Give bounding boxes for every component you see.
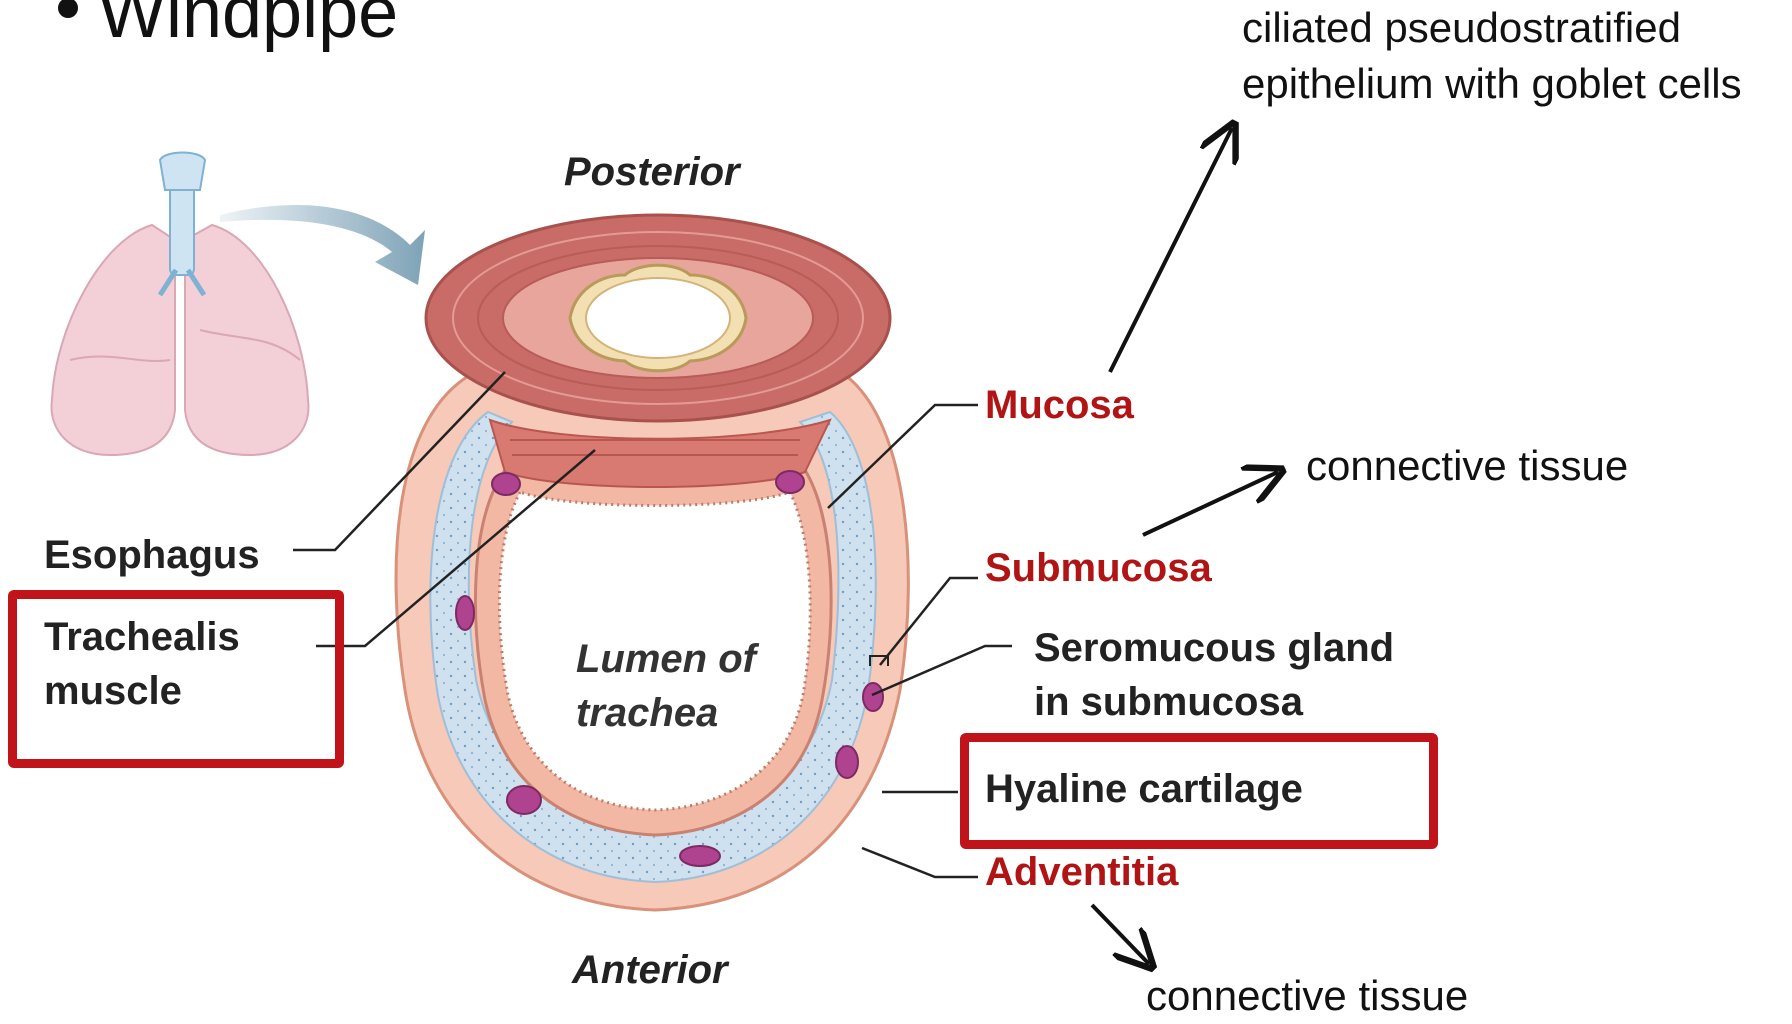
trachealis-highlight-box [8, 590, 344, 768]
adventitia-label: Adventitia [985, 845, 1178, 899]
adventitia-leader [862, 848, 978, 877]
lumen-label-line2: trachea [576, 686, 756, 740]
adventitia-note: connective tissue [1146, 968, 1468, 1024]
bullet-icon [58, 0, 78, 18]
page-title-text: Windpipe [98, 0, 398, 53]
gland-label-line1: Seromucous gland [1034, 621, 1394, 675]
lumen-label: Lumen of trachea [576, 632, 756, 740]
mucosa-note-line2: epithelium with goblet cells [1242, 56, 1742, 112]
submucosa-note: connective tissue [1306, 438, 1628, 494]
lungs-illustration [52, 153, 309, 456]
submucosa-note-arrow [1143, 472, 1278, 535]
mucosa-note-line1: ciliated pseudostratified [1242, 0, 1742, 56]
page-title: Windpipe [58, 0, 398, 54]
mucosa-label: Mucosa [985, 378, 1134, 432]
gland-label-line2: in submucosa [1034, 675, 1394, 729]
mucosa-note: ciliated pseudostratified epithelium wit… [1242, 0, 1742, 112]
seromucous-gland-label: Seromucous gland in submucosa [1034, 621, 1394, 729]
esophagus-label: Esophagus [44, 528, 260, 582]
trachea-cross-section [396, 215, 908, 910]
adventitia-note-arrow [1092, 905, 1149, 964]
submucosa-label: Submucosa [985, 541, 1212, 595]
cartilage-highlight-box [960, 733, 1438, 849]
mucosa-note-arrow [1110, 128, 1232, 372]
posterior-label: Posterior [564, 150, 740, 195]
lumen-label-line1: Lumen of [576, 632, 756, 686]
anterior-label: Anterior [572, 948, 728, 993]
